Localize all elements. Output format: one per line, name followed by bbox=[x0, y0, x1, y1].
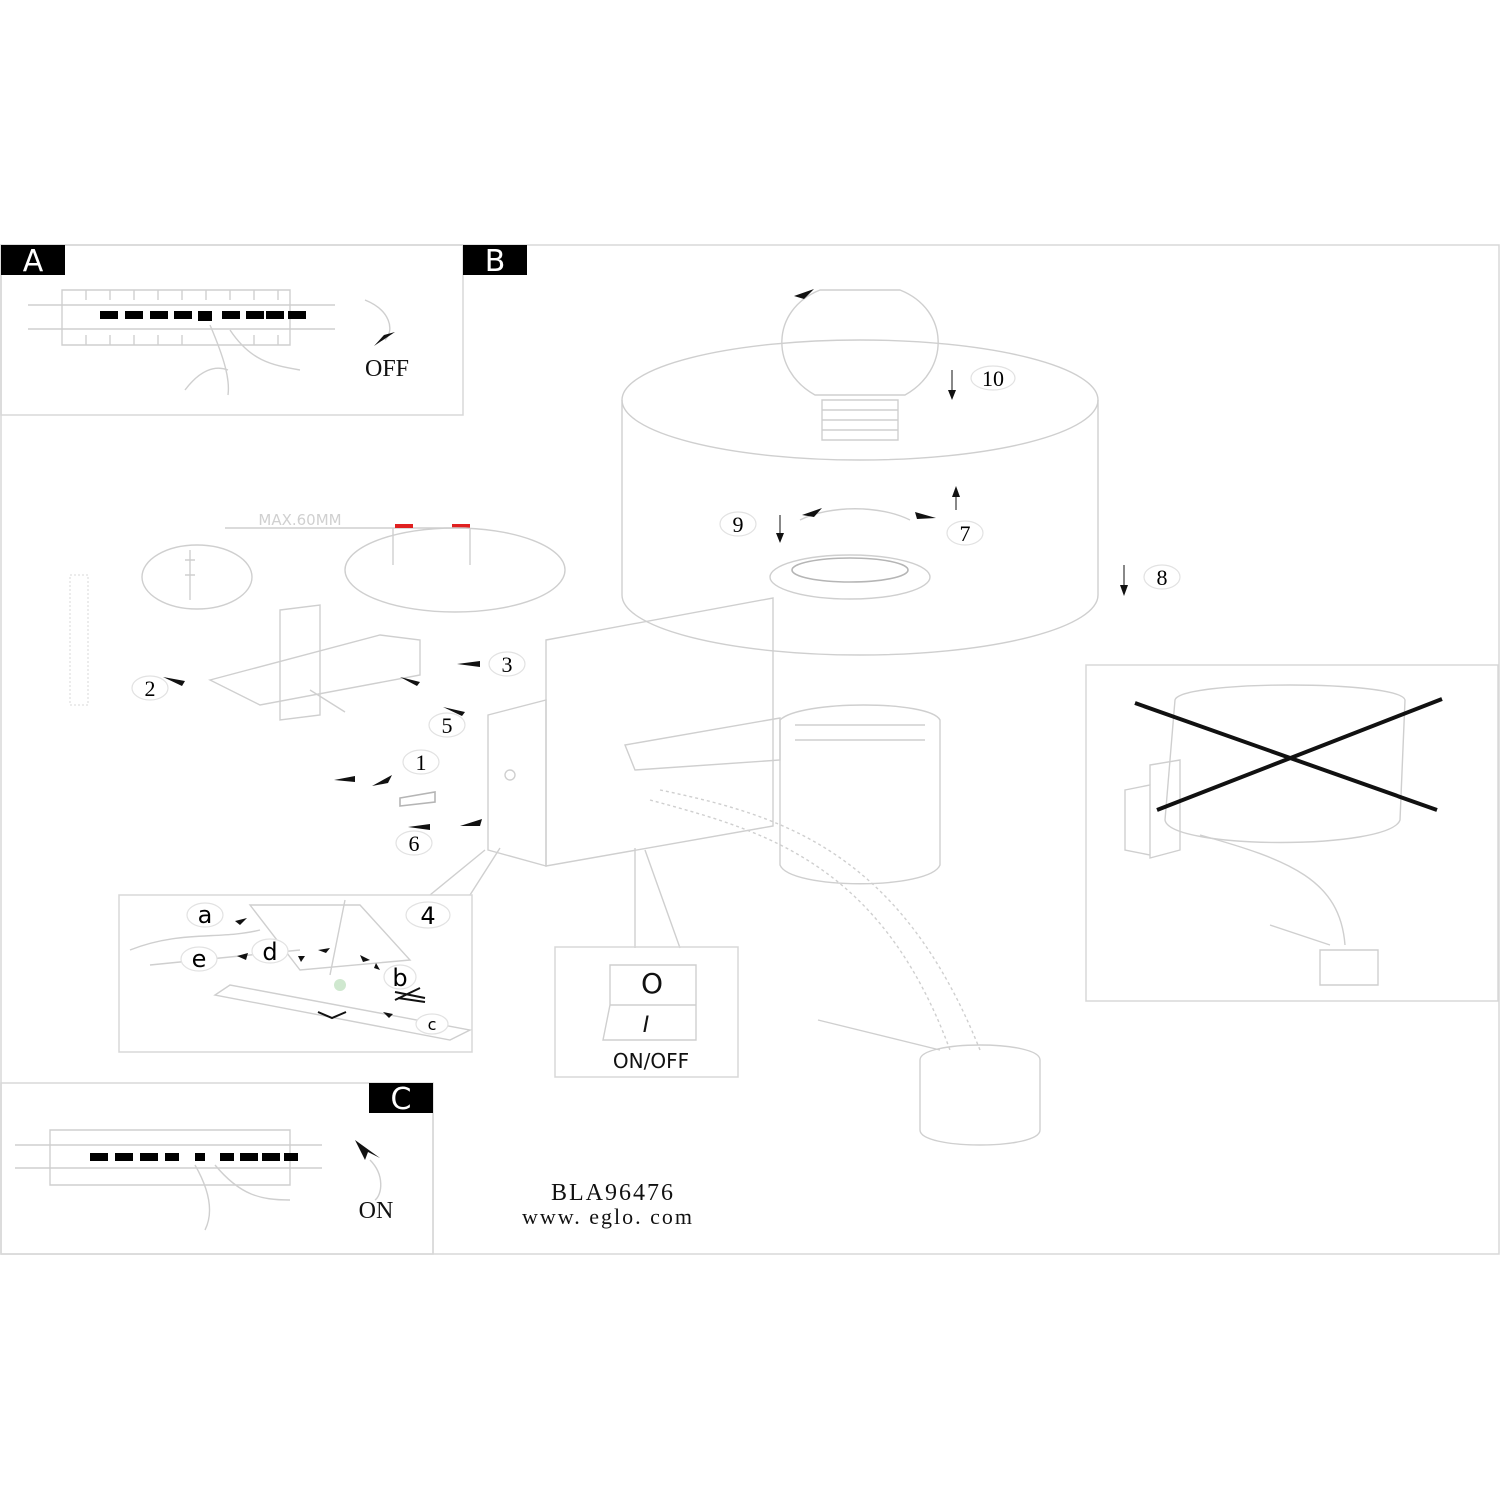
bulb-icon bbox=[781, 289, 939, 396]
max-depth-label: MAX.60MM bbox=[258, 511, 341, 529]
wire-label-d: d bbox=[262, 938, 277, 966]
panel-c-caption: ON bbox=[359, 1198, 394, 1224]
dimension-marker bbox=[452, 524, 470, 528]
rotate-arrow-icon bbox=[794, 289, 814, 299]
callout-arrows bbox=[163, 661, 482, 830]
lamp-shade-and-bulb bbox=[621, 289, 1099, 656]
switch-label: ON/OFF bbox=[613, 1049, 689, 1073]
panel-c-breaker-on: C ON bbox=[0, 1082, 434, 1255]
callouts: 10 9 7 8 3 2 5 1 6 bbox=[131, 365, 1181, 856]
wall-icon bbox=[69, 574, 89, 706]
panel-b-badge-label: B bbox=[485, 244, 506, 279]
panel-a-breaker-off: A OFF bbox=[0, 244, 464, 416]
rotate-arrow-path bbox=[364, 299, 391, 341]
dimension-marker bbox=[395, 524, 413, 528]
wire-label-c: c bbox=[428, 1015, 437, 1034]
model-number: BLA96476 bbox=[551, 1180, 675, 1206]
wire-label-b: b bbox=[392, 964, 407, 992]
switch-inset: O I ON/OFF bbox=[554, 946, 739, 1078]
screw-icon bbox=[399, 791, 436, 807]
panel-a-caption: OFF bbox=[365, 356, 409, 382]
switch-off-symbol: O bbox=[641, 967, 663, 1000]
wire-label-e: e bbox=[192, 945, 207, 973]
panel-a-badge bbox=[1, 245, 65, 275]
callout-3: 3 bbox=[502, 652, 513, 677]
callout-8: 8 bbox=[1157, 565, 1168, 590]
arrow-icon bbox=[374, 332, 395, 346]
website-url: www. eglo. com bbox=[522, 1204, 694, 1229]
wiring-inset: a d e b c 4 bbox=[118, 894, 473, 1053]
callout-9: 9 bbox=[733, 512, 744, 537]
wire-label-a: a bbox=[198, 901, 213, 929]
callout-6: 6 bbox=[409, 831, 420, 856]
switch-on-symbol: I bbox=[643, 1013, 650, 1038]
panel-c-badge bbox=[369, 1083, 433, 1113]
wall-plate-and-arm bbox=[429, 597, 1041, 1146]
callout-4: 4 bbox=[420, 902, 435, 930]
incorrect-assembly-inset bbox=[1085, 664, 1499, 1002]
diagram-frame bbox=[0, 244, 1500, 1255]
cross-mark-icon bbox=[1134, 697, 1443, 812]
arrows bbox=[776, 370, 1128, 596]
panel-b-badge bbox=[463, 245, 527, 275]
panel-a-border bbox=[0, 244, 464, 416]
callout-2: 2 bbox=[145, 676, 156, 701]
panel-a-badge-label: A bbox=[23, 244, 44, 279]
callout-10: 10 bbox=[982, 366, 1004, 391]
breaker-box-icon bbox=[28, 289, 335, 396]
callout-5: 5 bbox=[442, 713, 453, 738]
panel-c-badge-label: C bbox=[391, 1082, 412, 1117]
callout-7: 7 bbox=[960, 521, 971, 546]
callout-1: 1 bbox=[416, 750, 427, 775]
mounting-bracket: MAX.60MM bbox=[69, 511, 566, 721]
